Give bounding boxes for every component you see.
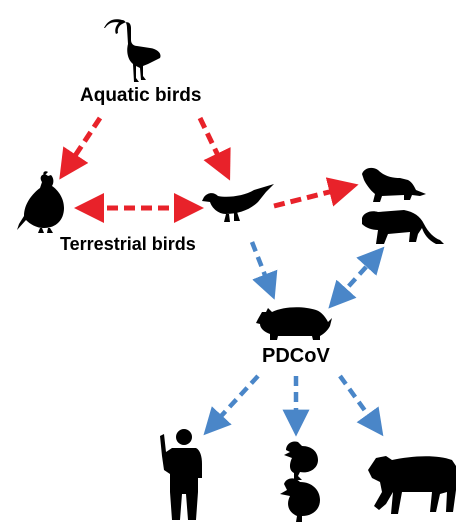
civet-icon (362, 210, 444, 244)
arrow-pig-to-human (212, 376, 258, 426)
arrow-civet-pig (338, 256, 376, 298)
arrow-pig-to-calf (340, 376, 376, 426)
arrow-aquatic-to-sparrow (200, 118, 224, 168)
calf-icon (368, 456, 456, 514)
chick-icon (284, 441, 318, 480)
arrow-sparrow-to-pig (252, 242, 270, 288)
virus-label: PDCoV (262, 345, 330, 368)
aquatic-birds-label: Aquatic birds (80, 85, 201, 107)
sparrow-icon (202, 184, 274, 222)
ferret-icon (362, 168, 426, 202)
human-icon (160, 429, 202, 520)
duckling-icon (280, 478, 320, 522)
arrow-sparrow-to-ferret (274, 188, 345, 206)
arrow-aquatic-to-quail (67, 118, 100, 168)
quail-icon (17, 171, 64, 233)
terrestrial-birds-label: Terrestrial birds (60, 234, 196, 255)
ibis-icon (104, 19, 161, 82)
pig-icon (256, 307, 332, 340)
